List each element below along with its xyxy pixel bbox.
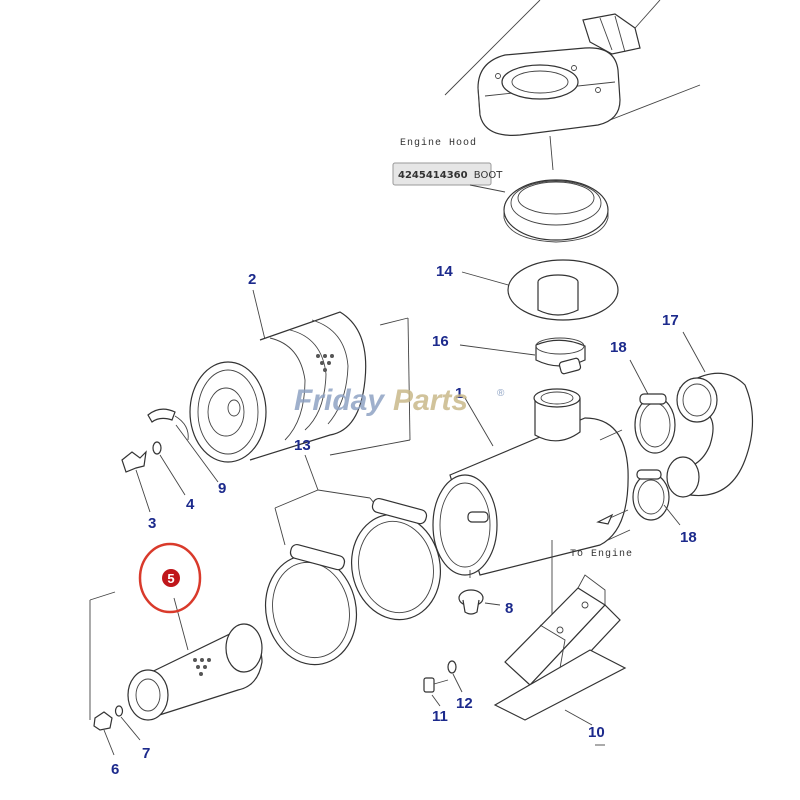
label-17: 17 (662, 312, 679, 329)
part-14-cap (461, 259, 619, 321)
to-engine-note: To Engine (570, 548, 633, 560)
boot-ring (469, 179, 609, 243)
label-11: 11 (432, 708, 448, 725)
part-4-washer (152, 441, 186, 496)
label-4: 4 (186, 496, 195, 513)
label-7: 7 (142, 745, 150, 762)
watermark-logo: Friday Parts ® (294, 384, 505, 417)
label-1: 1 (455, 385, 463, 402)
label-12: 12 (456, 695, 473, 712)
svg-text:Parts: Parts (393, 384, 468, 417)
label-9: 9 (218, 480, 226, 497)
engine-hood-note: Engine Hood (400, 137, 477, 149)
svg-text:Friday: Friday (294, 384, 385, 417)
label-8: 8 (505, 600, 513, 617)
highlight-badge (162, 569, 180, 587)
tooltip-part-number: 4245414360 (398, 170, 468, 181)
part-16-clamp (459, 337, 586, 375)
label-6: 6 (111, 761, 119, 778)
part-12-washer (447, 660, 463, 693)
svg-text:4245414360 BOOT: 4245414360 BOOT (398, 170, 503, 181)
highlight-circle (138, 542, 202, 614)
label-18-top: 18 (610, 339, 627, 356)
label-10: 10 (588, 724, 605, 741)
label-2: 2 (248, 271, 256, 288)
engine-hood-assembly (444, 0, 701, 171)
part-7-washer (114, 705, 141, 741)
part-tooltip[interactable]: 4245414360 BOOT (392, 162, 503, 186)
svg-text:®: ® (497, 388, 505, 399)
part-2-filter-element (189, 289, 411, 463)
part-13-band-clamps (264, 454, 442, 666)
label-16: 16 (432, 333, 449, 350)
label-3: 3 (148, 515, 156, 532)
part-5-inner-element[interactable] (89, 591, 263, 721)
part-1-air-cleaner-body (432, 388, 631, 690)
label-5: 5 (167, 571, 174, 586)
part-11-bolt (423, 677, 449, 707)
label-18-bottom: 18 (680, 529, 697, 546)
to-engine-arrow (596, 513, 614, 525)
part-8-plug (458, 589, 501, 615)
label-14: 14 (436, 263, 453, 280)
part-6-nut (93, 711, 115, 756)
part-18-hose-clamps (629, 359, 681, 526)
label-13: 13 (294, 437, 311, 454)
part-10-bracket (493, 574, 627, 746)
tooltip-part-name: BOOT (474, 170, 503, 181)
part-9-gasket (147, 408, 219, 483)
part-3-wing-nut (121, 450, 151, 513)
part-17-elbow-hose (666, 331, 754, 498)
